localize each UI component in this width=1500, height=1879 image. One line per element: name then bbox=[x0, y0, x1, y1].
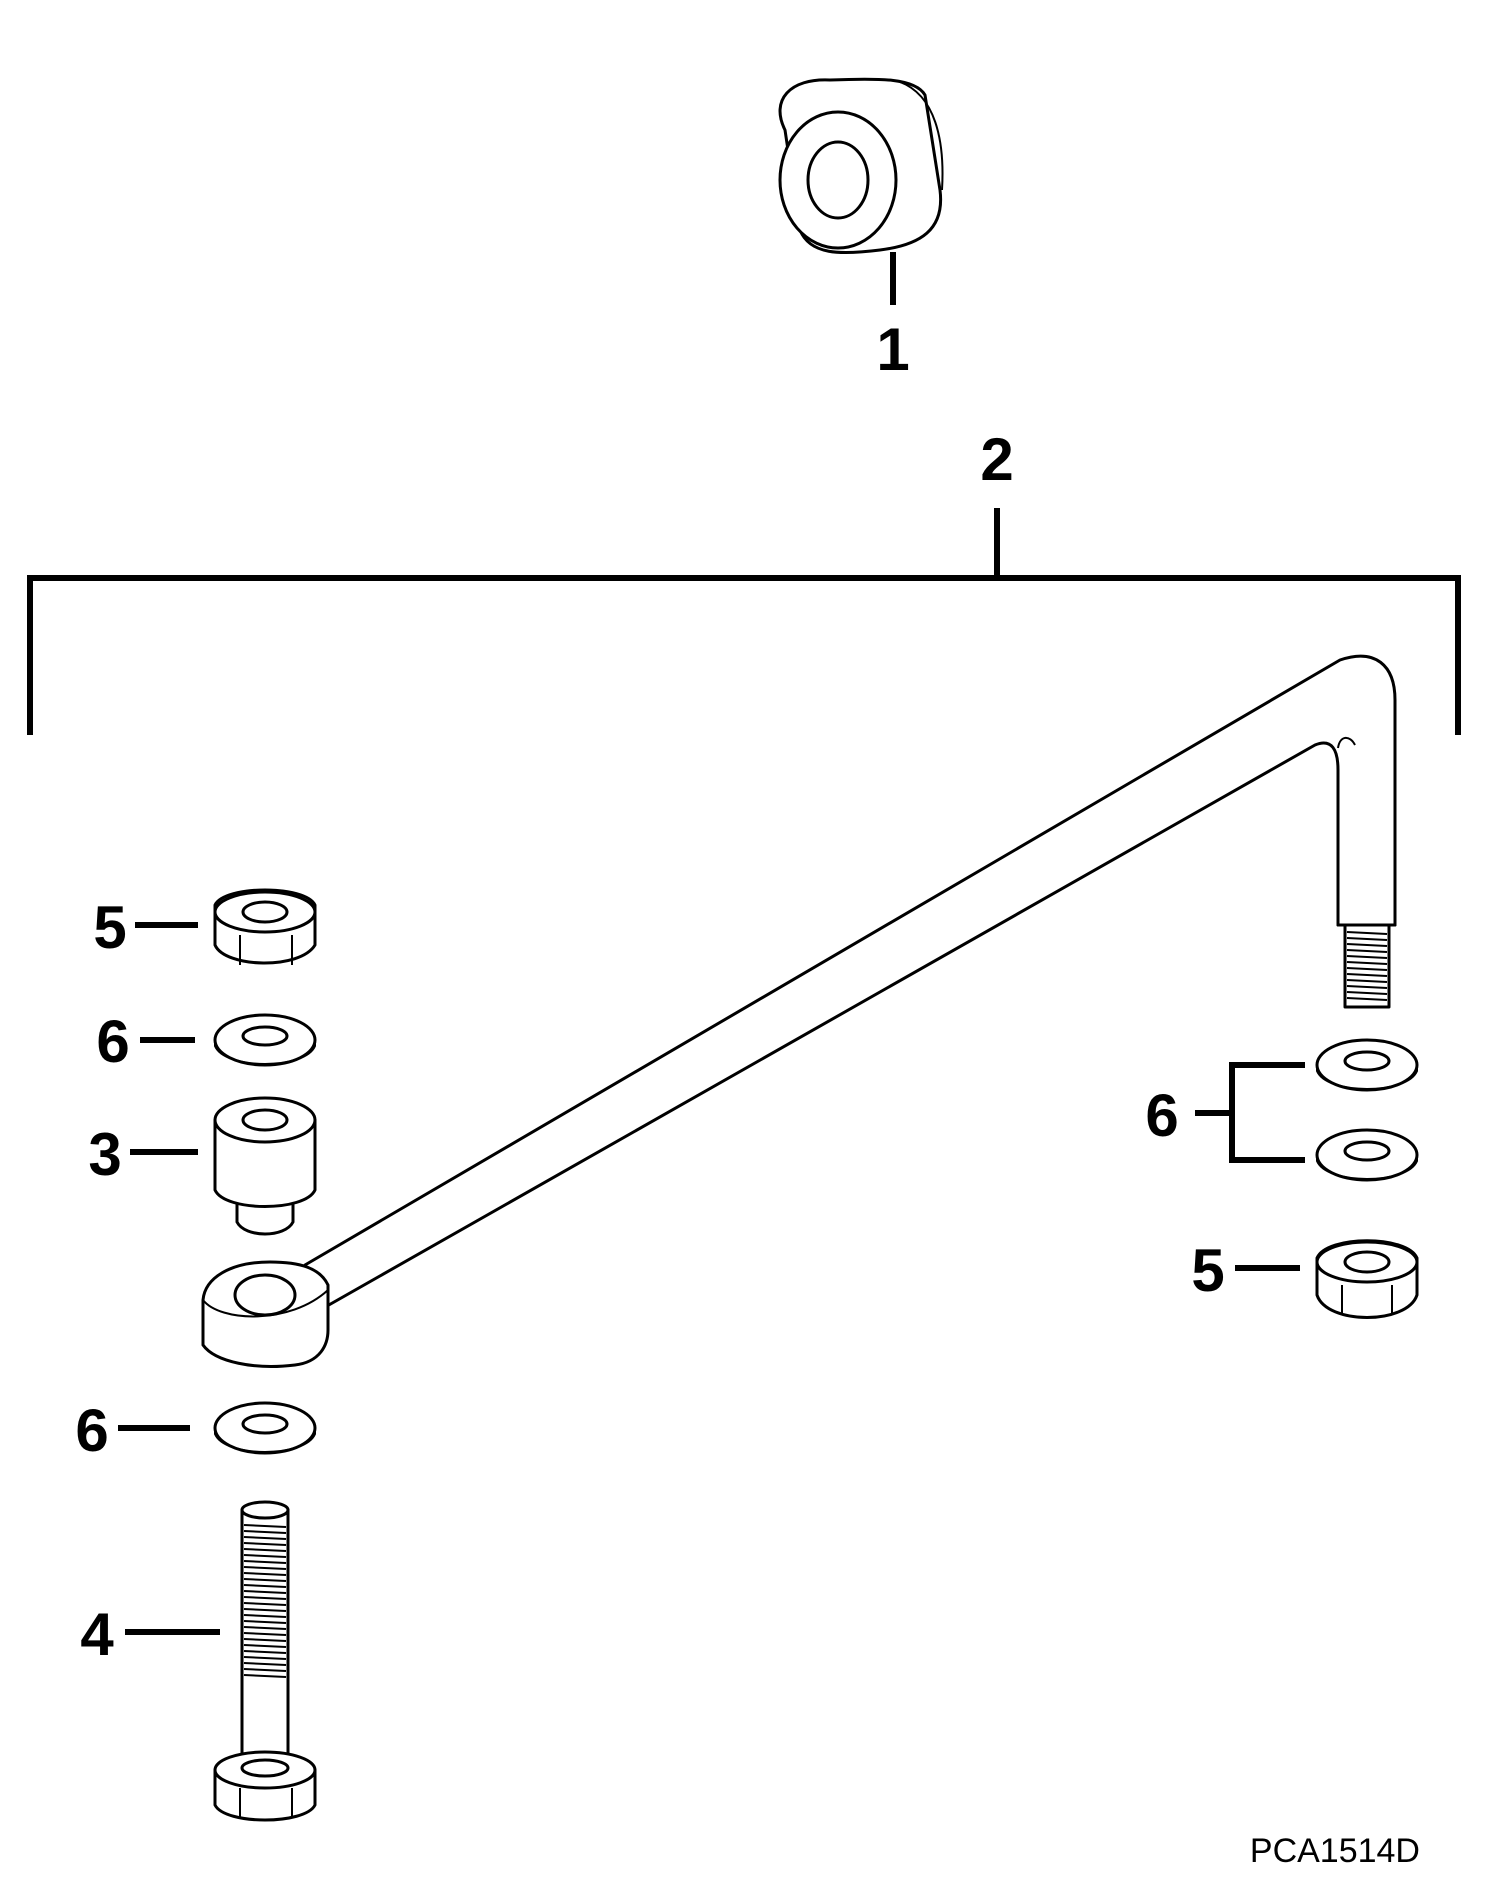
part-6-washer-left-bottom bbox=[213, 1401, 317, 1455]
part-5-nut-right bbox=[1315, 1239, 1419, 1319]
callout-1: 1 bbox=[876, 316, 909, 383]
callout-6-right: 6 bbox=[1145, 1082, 1178, 1149]
leader-6-right-bracket bbox=[1195, 1062, 1305, 1163]
callout-2: 2 bbox=[980, 426, 1013, 493]
callout-6-left-top: 6 bbox=[96, 1008, 129, 1075]
part-6-washer-left-top bbox=[213, 1013, 317, 1067]
part-6-washer-right-bottom bbox=[1315, 1128, 1419, 1182]
part-4-bolt bbox=[213, 1500, 317, 1822]
assembly-bracket-2 bbox=[27, 508, 1461, 735]
callout-5-left: 5 bbox=[93, 894, 126, 961]
part-3-spacer bbox=[213, 1096, 317, 1236]
drawing-code: PCA1514D bbox=[1250, 1832, 1420, 1870]
part-5-nut-left bbox=[213, 888, 317, 965]
callout-4: 4 bbox=[80, 1601, 114, 1668]
callout-5-right: 5 bbox=[1191, 1237, 1224, 1304]
link-rod bbox=[303, 654, 1397, 1312]
callout-6-left-bottom: 6 bbox=[75, 1397, 108, 1464]
callout-3: 3 bbox=[88, 1121, 121, 1188]
part-1-bushing bbox=[778, 77, 944, 255]
rod-eye-end bbox=[201, 1260, 330, 1368]
rod-threaded-end bbox=[1343, 923, 1391, 1009]
part-6-washer-right-top bbox=[1315, 1038, 1419, 1092]
